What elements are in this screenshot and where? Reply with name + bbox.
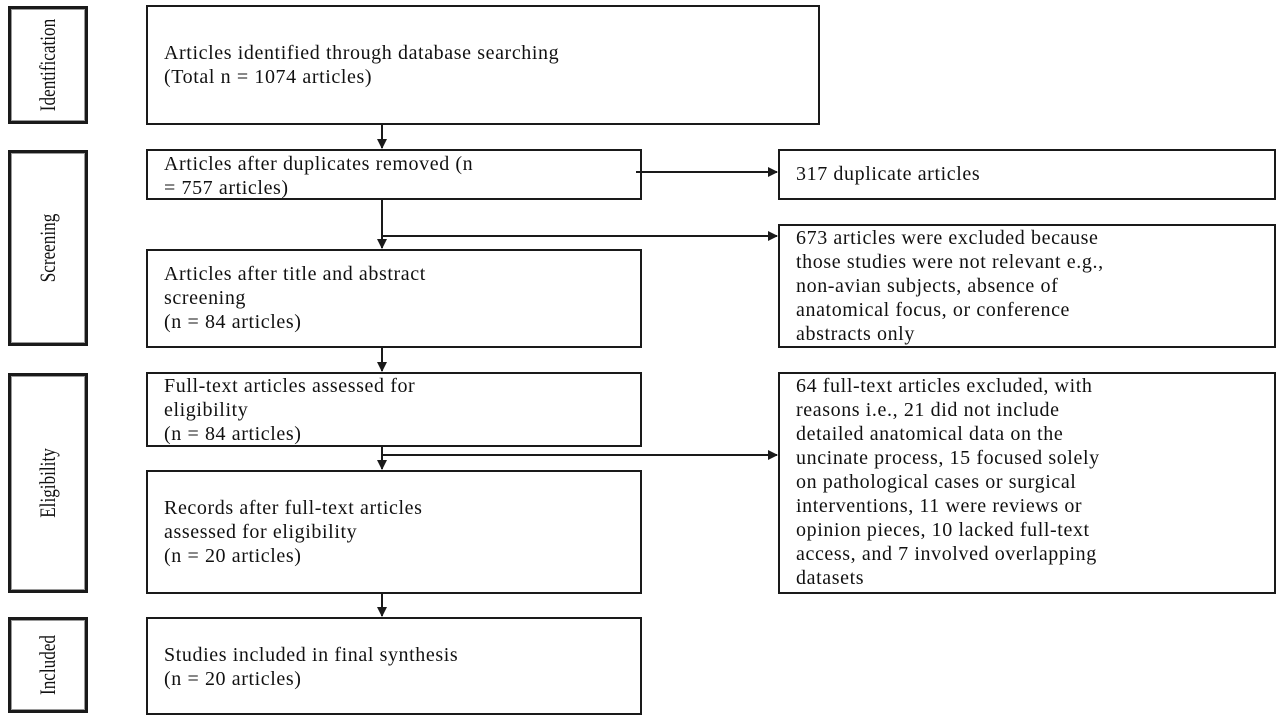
stage-included: Included [8,617,88,713]
duplicates-removed-box: Articles after duplicates removed (n = 7… [146,149,642,200]
stage-screening: Screening [8,150,88,346]
records-after-fulltext-box: Records after full-text articles assesse… [146,470,642,594]
fulltext-assessed-box: Full-text articles assessed for eligibil… [146,372,642,447]
title-abstract-exclusion-box: 673 articles were excluded because those… [778,224,1276,348]
stage-identification: Identification [8,6,88,124]
duplicate-articles-box: 317 duplicate articles [778,149,1276,200]
fulltext-exclusion-box: 64 full-text articles excluded, with rea… [778,372,1276,594]
stage-eligibility: Eligibility [8,373,88,593]
identified-articles-box: Articles identified through database sea… [146,5,820,125]
title-abstract-screening-box: Articles after title and abstract screen… [146,249,642,348]
final-synthesis-box: Studies included in final synthesis (n =… [146,617,642,715]
